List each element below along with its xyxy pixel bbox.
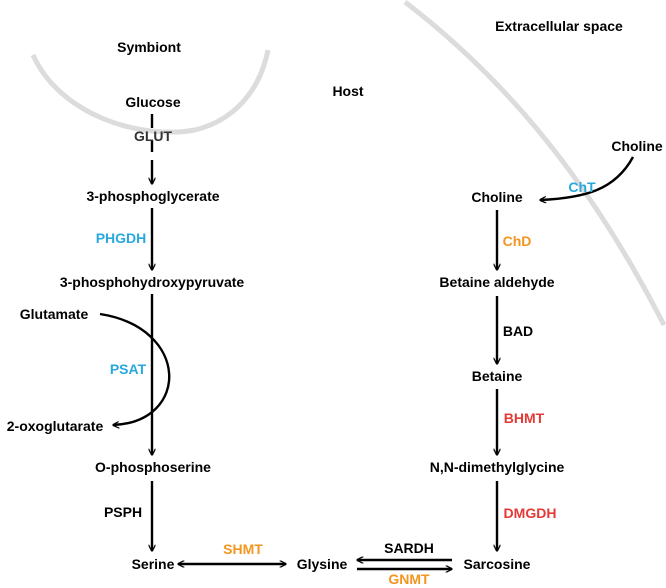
- sarcosine-label: Sarcosine: [464, 556, 531, 572]
- 3-phosphoglycerate-label: 3-phosphoglycerate: [86, 188, 219, 204]
- bhmt-label: BHMT: [504, 410, 545, 426]
- o-phosphoserine-label: O-phosphoserine: [95, 459, 211, 475]
- gnmt-label: GNMT: [388, 571, 430, 587]
- symbiont-membrane: [30, 49, 271, 135]
- 2-oxoglutarate-label: 2-oxoglutarate: [7, 418, 104, 434]
- host-plasma-membrane: [403, 0, 666, 327]
- symbiont-label: Symbiont: [117, 39, 181, 55]
- extracellular-choline-label: Choline: [611, 138, 663, 154]
- shmt-label: SHMT: [223, 541, 263, 557]
- sardh-label: SARDH: [384, 540, 434, 556]
- cht-label: ChT: [568, 179, 596, 195]
- glutamate-label: Glutamate: [20, 306, 89, 322]
- host-label: Host: [332, 83, 363, 99]
- 3-phosphohydroxypyruvate-label: 3-phosphohydroxypyruvate: [60, 274, 245, 290]
- choline-label: Choline: [471, 189, 523, 205]
- chd-label: ChD: [503, 233, 532, 249]
- psph-label: PSPH: [104, 504, 142, 520]
- n-n-dimethylglycine-label: N,N-dimethylglycine: [430, 459, 565, 475]
- glysine-label: Glysine: [297, 556, 348, 572]
- psat-label: PSAT: [110, 361, 147, 377]
- choline-transport-arrow: [540, 156, 635, 200]
- betaine-label: Betaine: [472, 368, 523, 384]
- phgdh-label: PHGDH: [96, 230, 147, 246]
- serine-label: Serine: [132, 556, 175, 572]
- glut-label: GLUT: [134, 128, 173, 144]
- betaine-aldehyde-label: Betaine aldehyde: [439, 274, 554, 290]
- dmgdh-label: DMGDH: [504, 505, 557, 521]
- glucose-label: Glucose: [125, 94, 180, 110]
- glutamate-to-oxoglutarate-arrow: [99, 312, 171, 425]
- extracellular-label: Extracellular space: [495, 18, 623, 34]
- bad-label: BAD: [503, 323, 533, 339]
